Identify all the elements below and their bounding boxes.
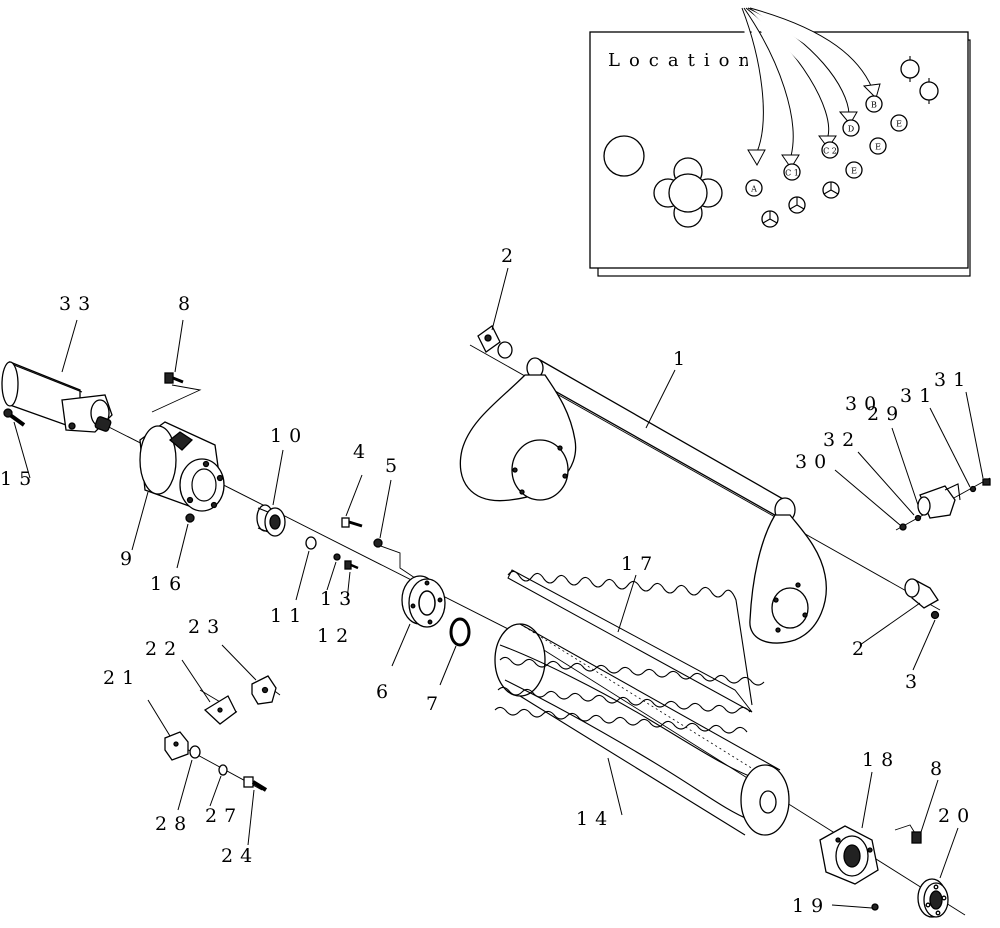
callout-13: 13 [320, 588, 358, 610]
inset-round-housing [603, 135, 645, 177]
callout-33: 33 [59, 293, 97, 315]
callout-3: 3 [905, 671, 924, 693]
callout-29: 31 [934, 369, 972, 391]
washer-25 [218, 764, 228, 776]
callout-28: 30 [845, 393, 883, 415]
callout-9: 9 [120, 548, 139, 570]
callout-16: 16 [150, 573, 188, 595]
callout-18: 18 [862, 749, 900, 771]
reel-bar-17 [507, 569, 753, 713]
callout-4: 4 [353, 441, 372, 463]
ring-7 [449, 617, 471, 647]
bolt-15 [3, 408, 26, 427]
bearing-2-lower [904, 578, 939, 609]
callout-labels: 33 8 15 9 16 10 11 13 12 4 5 6 7 17 2 1 … [0, 245, 976, 917]
bolt-8-lower [911, 831, 922, 844]
hydraulic-motor-33 [1, 361, 113, 433]
nut-5 [373, 538, 383, 548]
washer-26 [189, 745, 201, 759]
screw-29 [982, 478, 991, 486]
callout-26: 28 [155, 813, 193, 835]
callout-31: 31 [900, 385, 938, 407]
coupling-10 [256, 504, 286, 537]
sensor-bracket-27 [917, 483, 961, 519]
slot-E-middle: E [869, 137, 887, 155]
svg-text:D: D [848, 125, 854, 134]
reel-frame-1 [459, 357, 827, 644]
callout-5: 5 [385, 455, 404, 477]
callout-12: 12 [317, 625, 355, 647]
nut-13 [333, 553, 341, 561]
bearing-20 [917, 878, 949, 918]
svg-text:A: A [750, 185, 757, 194]
location-inset: Location [589, 7, 971, 277]
callout-8-upper: 8 [178, 293, 197, 315]
callout-20: 20 [938, 805, 976, 827]
slot-C1: C 1 [783, 163, 801, 181]
svg-text:E: E [851, 167, 857, 176]
bearing-2-upper [477, 325, 513, 359]
callout-19: 19 [792, 895, 830, 917]
slot-E-lower: E [845, 161, 863, 179]
callout-30: 30 [795, 451, 833, 473]
svg-text:C 1: C 1 [785, 169, 799, 178]
svg-text:B: B [871, 101, 877, 110]
bolt-12 [344, 560, 359, 570]
flange-6 [401, 575, 446, 628]
callout-7: 7 [426, 693, 445, 715]
inset-title: Location [608, 50, 759, 71]
callout-10: 10 [270, 425, 308, 447]
bolt-24 [243, 776, 268, 792]
callout-1: 1 [673, 348, 692, 370]
callout-23: 23 [188, 616, 226, 638]
block-23 [251, 675, 277, 705]
svg-text:C 2: C 2 [823, 147, 837, 156]
svg-text:E: E [875, 143, 881, 152]
inset-ports [900, 56, 939, 104]
nut-16 [185, 513, 195, 523]
callout-11: 11 [270, 605, 308, 627]
washer-32 [914, 514, 922, 522]
block-21 [164, 731, 189, 761]
reel-drum-14 [494, 623, 791, 836]
callout-32: 32 [823, 429, 861, 451]
svg-text:E: E [896, 120, 902, 129]
callout-24: 24 [221, 845, 259, 867]
callout-15: 15 [0, 468, 38, 490]
slot-A: A [745, 179, 763, 197]
bolt-8-upper [164, 372, 184, 384]
callout-14: 14 [576, 808, 614, 830]
motor-adapter-9 [139, 421, 225, 512]
callout-2-upper: 2 [501, 245, 520, 267]
callout-25: 27 [205, 805, 243, 827]
callout-8-lower: 8 [930, 758, 949, 780]
end-housing-18 [819, 825, 879, 885]
slot-B: B [865, 95, 883, 113]
callout-22: 22 [145, 638, 183, 660]
slot-D: D [842, 119, 860, 137]
callout-17: 17 [621, 553, 659, 575]
callout-27: 29 [867, 403, 905, 425]
slot-C2: C 2 [821, 141, 839, 159]
inset-arrows [741, 7, 881, 169]
washer-31 [969, 485, 977, 493]
nut-19 [871, 903, 879, 911]
washer-11 [305, 536, 317, 550]
callout-21: 21 [103, 667, 141, 689]
inset-tri-circles [761, 181, 840, 228]
leader-lines [13, 267, 984, 909]
inset-clover-housing [653, 157, 723, 228]
plate-22 [203, 695, 237, 725]
nut-30 [899, 523, 907, 531]
slot-E-upper: E [890, 114, 908, 132]
bolt-4 [341, 517, 363, 528]
nut-3 [930, 610, 940, 620]
callout-6: 6 [376, 681, 395, 703]
callout-2-lower: 2 [852, 638, 871, 660]
